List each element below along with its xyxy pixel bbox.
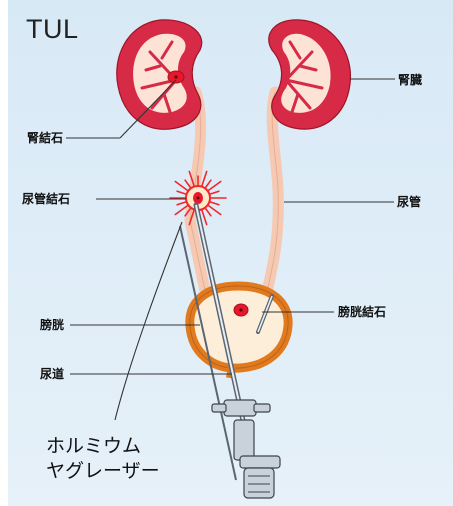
burst-ray: [209, 182, 221, 191]
burst-ray: [206, 209, 211, 216]
right-kidney: [269, 20, 351, 129]
burst-ray: [177, 202, 186, 205]
label-kidney: 腎臓: [398, 73, 422, 87]
burst-ray: [206, 180, 211, 187]
laser-label: ホルミウム ヤグレーザー: [46, 434, 160, 484]
label-bladder: 膀胱: [40, 318, 64, 332]
burst-ray: [210, 191, 219, 194]
bladder: [190, 286, 288, 378]
label-bladder-stone: 膀胱結石: [338, 305, 386, 319]
label-urethra: 尿道: [40, 367, 64, 381]
burst-ray: [177, 191, 186, 194]
left-kidney: [117, 20, 202, 129]
burst-ray: [202, 171, 207, 185]
laser-label-line2: ヤグレーザー: [46, 459, 160, 484]
label-kidney-stone: 腎結石: [27, 131, 63, 145]
burst-ray: [202, 210, 207, 224]
label-ureteral-stone: 尿管結石: [22, 192, 70, 206]
burst-ray: [209, 206, 221, 215]
burst-ray: [175, 182, 187, 191]
page-title: TUL: [26, 14, 79, 45]
label-ureter: 尿管: [397, 195, 421, 209]
laser-label-line1: ホルミウム: [46, 434, 160, 459]
burst-ray: [210, 202, 219, 205]
burst-ray: [185, 180, 190, 187]
